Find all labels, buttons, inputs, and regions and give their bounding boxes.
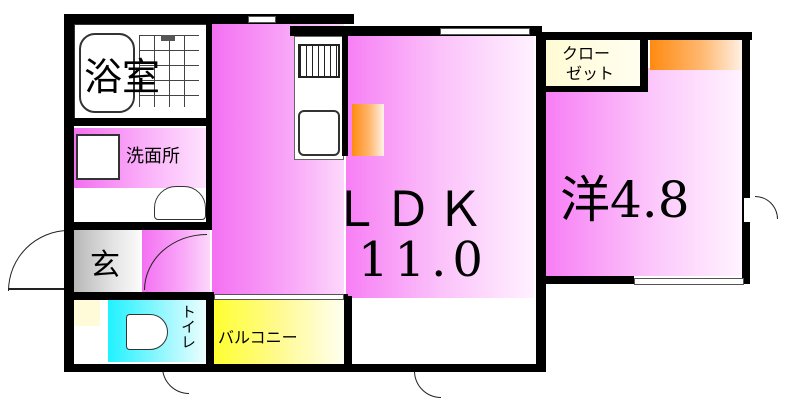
bathroom (74, 24, 212, 120)
wall-bottom (64, 364, 546, 372)
wall-bath-bottom (64, 118, 212, 126)
wall-closet-right (640, 38, 648, 92)
western-room-label: 洋4.8 (560, 171, 690, 229)
stove-icon (298, 44, 340, 78)
wall-ldk-west-divider (536, 32, 546, 368)
wash-basin (154, 186, 206, 220)
washroom-label: 洗面所 (126, 146, 180, 167)
shower-area-grid (139, 35, 199, 107)
window-top-hall (248, 16, 276, 23)
wall-toilet-right (206, 292, 214, 368)
wall-toilet-top (64, 292, 212, 300)
wall-wash-bottom (64, 222, 212, 230)
ldk-label: ＬＤＫ (332, 182, 489, 238)
window-west-bottom (634, 278, 744, 285)
western-room-floor (546, 68, 742, 276)
balcony-label: バルコニー (218, 328, 298, 347)
wall-top-kitchen (290, 26, 542, 36)
wall-west-bottom (546, 276, 634, 284)
storage-shelf (76, 194, 102, 204)
wall-right-west (742, 32, 750, 284)
toilet-bowl-icon (126, 314, 168, 350)
closet-floor (546, 38, 640, 88)
shower-fixture-icon (161, 35, 175, 41)
fridge-space (352, 104, 384, 156)
entrance-label: 玄 (90, 248, 120, 283)
window-west-right (744, 198, 750, 222)
toilet-storage-upper (74, 300, 100, 326)
window-balcony (214, 294, 344, 300)
wall-closet-bottom (546, 86, 646, 92)
toilet-storage-lower (74, 334, 100, 362)
ldk-size: 11.0 (358, 232, 489, 288)
closet-label-line2: ゼット (566, 64, 615, 83)
upper-shelf (650, 40, 744, 70)
entrance-floor (74, 230, 140, 292)
washing-machine-pan (76, 134, 120, 180)
toilet-label: トイレ (179, 304, 197, 349)
wall-left (64, 14, 74, 368)
window-top-ldk (440, 28, 530, 35)
bathtub (79, 33, 135, 113)
wall-balcony-right (344, 296, 352, 368)
balcony-floor (214, 298, 344, 364)
wall-top-right (536, 32, 752, 40)
entrance-door-leaf[interactable] (8, 288, 68, 290)
bath-label: 浴室 (84, 55, 161, 99)
ldk-floor (346, 34, 534, 298)
wall-kitchen-right (342, 26, 348, 156)
sink-icon (298, 110, 340, 156)
closet-label-line1: クロー (562, 44, 611, 63)
